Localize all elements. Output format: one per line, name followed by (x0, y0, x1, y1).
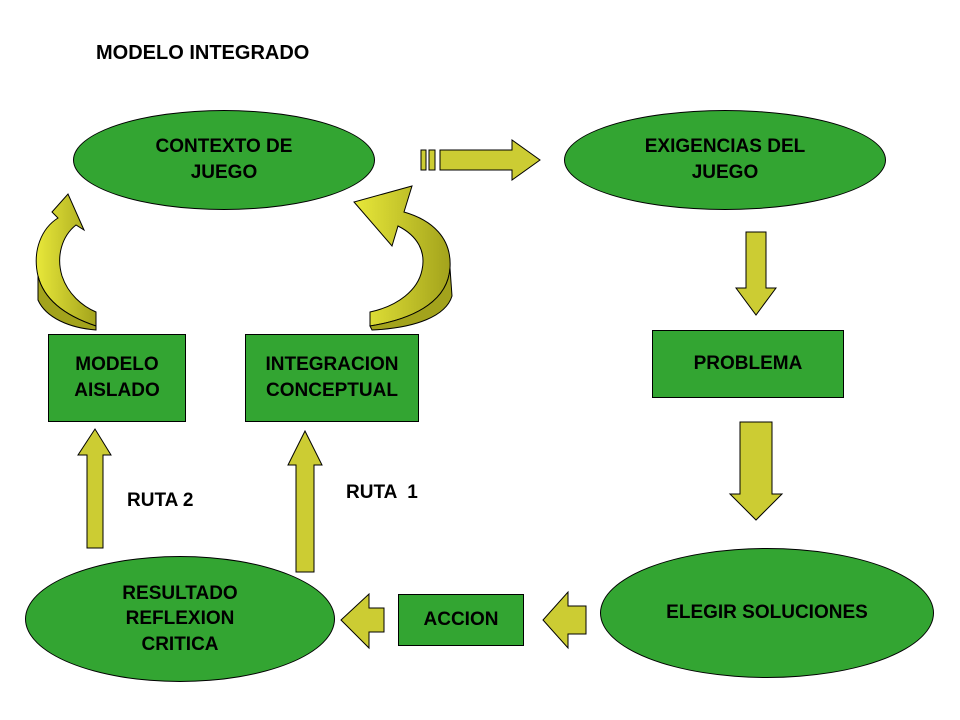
node-elegir-soluciones: ELEGIR SOLUCIONES (600, 548, 934, 678)
node-problema-label: PROBLEMA (693, 353, 803, 375)
node-exigencias-label: EXIGENCIAS DEL JUEGO (644, 136, 806, 183)
node-integracion-conceptual: INTEGRACION CONCEPTUAL (245, 334, 419, 422)
node-contexto-de-juego: CONTEXTO DE JUEGO (73, 110, 375, 210)
arrow-contexto-to-exigencias (420, 139, 541, 181)
arrow-resultado-to-modelo (77, 428, 112, 549)
arrow-exigencias-to-problema (735, 231, 777, 316)
node-accion: ACCION (398, 594, 524, 646)
arrow-accion-to-resultado (340, 592, 385, 650)
node-resultado-reflexion-critica: RESULTADO REFLEXION CRITICA (25, 556, 335, 682)
node-contexto-label: CONTEXTO DE JUEGO (155, 136, 293, 183)
arrow-problema-to-elegir (728, 421, 784, 521)
label-ruta-2: RUTA 2 (127, 490, 194, 511)
node-elegir-label: ELEGIR SOLUCIONES (666, 602, 868, 624)
node-resultado-label: RESULTADO REFLEXION CRITICA (122, 582, 238, 655)
node-integracion-label: INTEGRACION CONCEPTUAL (265, 354, 399, 401)
node-problema: PROBLEMA (652, 330, 844, 398)
label-ruta-1: RUTA 1 (346, 482, 418, 503)
diagram-title: MODELO INTEGRADO (96, 42, 310, 64)
curved-arrow-modelo-to-contexto (35, 193, 97, 331)
arrow-resultado-to-integracion (287, 429, 323, 573)
node-modelo-label: MODELO AISLADO (74, 354, 160, 401)
node-accion-label: ACCION (423, 609, 499, 631)
node-modelo-aislado: MODELO AISLADO (48, 334, 186, 422)
node-exigencias-del-juego: EXIGENCIAS DEL JUEGO (564, 110, 886, 210)
arrow-elegir-to-accion (542, 590, 587, 650)
curved-arrow-integracion-to-contexto (353, 185, 453, 331)
